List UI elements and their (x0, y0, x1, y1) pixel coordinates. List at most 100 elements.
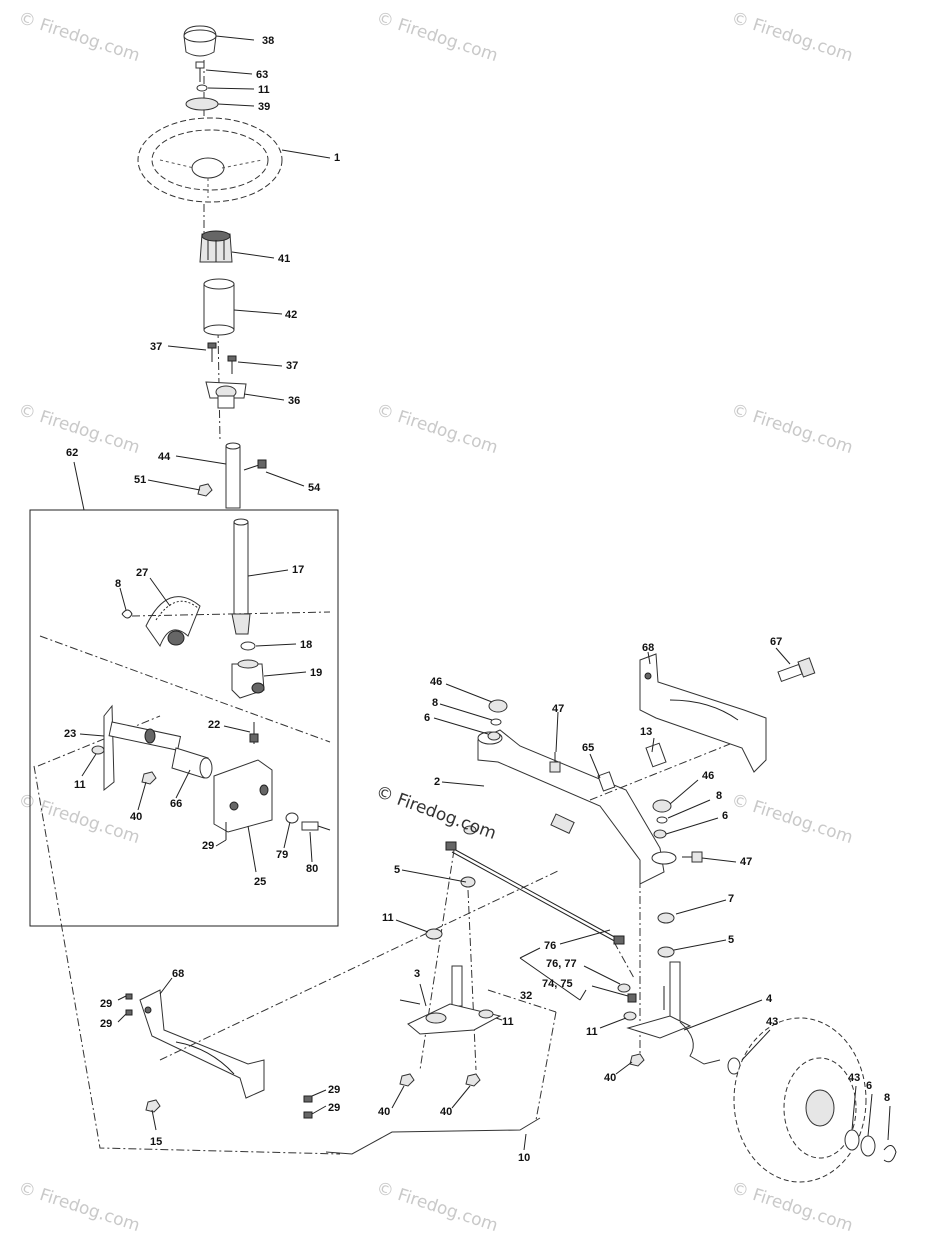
callout-label: 29 (328, 1084, 341, 1096)
washer-part (623, 1011, 637, 1021)
callout-label: 6 (424, 712, 431, 724)
box-leader (73, 461, 85, 511)
assembly-box (29, 509, 339, 927)
callout-label: 62 (66, 447, 79, 459)
callout-label: 3 (414, 968, 421, 980)
bolt-part (303, 1095, 313, 1103)
e-clip-part (883, 1145, 897, 1163)
callout-label: 10 (518, 1152, 531, 1164)
callout-label: 43 (766, 1016, 779, 1028)
callout-label: 6 (722, 810, 729, 822)
washer-part (487, 731, 501, 741)
bolt-part (301, 821, 331, 831)
ball-joint-part (617, 983, 631, 993)
grease-fitting-part (549, 752, 561, 773)
callout-label: 40 (604, 1072, 617, 1084)
bushing-bracket-part (205, 381, 247, 409)
callout-label: 36 (288, 395, 301, 407)
callout-label: 6 (866, 1080, 873, 1092)
callout-label: 38 (262, 35, 275, 47)
drag-link-part (325, 1117, 541, 1155)
washer-part (653, 829, 667, 839)
callout-label: 66 (170, 798, 183, 810)
gear-housing-part (231, 659, 265, 699)
callout-label: 29 (202, 840, 215, 852)
callout-label: 15 (150, 1136, 163, 1148)
nut-part (197, 483, 213, 497)
nut-part (465, 1073, 481, 1087)
callout-label: 63 (256, 69, 269, 81)
callout-label: 29 (328, 1102, 341, 1114)
callout-label: 23 (64, 728, 77, 740)
assembly-axis-line (467, 889, 477, 1071)
washer-part (460, 876, 476, 888)
callout-label: 25 (254, 876, 267, 888)
steering-adapter-part (199, 230, 233, 263)
nut-part (399, 1073, 415, 1087)
washer-part (240, 641, 256, 651)
callout-label: 8 (884, 1092, 891, 1104)
steering-cap-part (183, 25, 217, 57)
front-axle-part (477, 729, 677, 885)
callout-label: 11 (74, 779, 86, 791)
callout-label: 4 (766, 993, 773, 1005)
bracket-line (579, 989, 587, 1001)
washer-part (91, 745, 105, 755)
callout-label: 17 (292, 564, 305, 576)
callout-label: 40 (378, 1106, 391, 1118)
callout-label: 47 (552, 703, 565, 715)
callout-label: 29 (100, 998, 113, 1010)
steering-shaft-part (225, 442, 241, 509)
pivot-bracket-part (103, 704, 182, 792)
bolt-part (303, 1111, 313, 1119)
washer-part (425, 928, 443, 940)
bolt-part (125, 993, 133, 1000)
assembly-axis-line (487, 989, 557, 1013)
callout-label: 40 (130, 811, 143, 823)
front-tire-part (733, 1017, 867, 1183)
washer-part (463, 825, 477, 835)
assembly-axis-line (589, 739, 741, 801)
nut-part (145, 1099, 161, 1113)
callout-label: 27 (136, 567, 149, 579)
assembly-axis-line (159, 869, 561, 1061)
mount-bracket-part (213, 759, 273, 833)
callout-label: 18 (300, 639, 313, 651)
callout-label: 74, 75 (542, 978, 573, 990)
e-clip-part (656, 816, 668, 824)
washer-part (844, 1129, 860, 1151)
dust-cap-part (488, 699, 508, 713)
bolt-part (207, 342, 237, 374)
retainer-plate-part (185, 97, 219, 111)
left-spindle-part (399, 965, 502, 1035)
callout-label: 7 (728, 893, 735, 905)
nut-part (629, 1053, 645, 1067)
axle-tube-part (645, 742, 667, 768)
washer-part (478, 1009, 494, 1019)
nut-part (627, 993, 637, 1003)
callout-label: 8 (716, 790, 723, 802)
callout-label: 80 (306, 863, 319, 875)
frame-bracket-part (139, 989, 265, 1099)
callout-label: 46 (430, 676, 443, 688)
callout-label: 2 (434, 776, 441, 788)
assembly-axis-line (39, 635, 331, 743)
callout-label: 76 (544, 940, 557, 952)
callout-label: 43 (848, 1072, 861, 1084)
callout-label: 11 (502, 1016, 514, 1028)
callout-label: 67 (770, 636, 783, 648)
callout-label: 65 (582, 742, 595, 754)
washer-part (657, 946, 675, 958)
assembly-axis-line (535, 1011, 557, 1121)
callout-label: 37 (150, 341, 163, 353)
sleeve-part (203, 278, 235, 336)
right-spindle-part (626, 961, 721, 1065)
set-screw-part (249, 722, 259, 744)
frame-bracket-part (639, 653, 767, 773)
callout-label: 11 (382, 912, 394, 924)
washer-part (285, 812, 299, 824)
callout-label: 1 (334, 152, 341, 164)
callout-label: 32 (520, 990, 533, 1002)
callout-label: 76, 77 (546, 958, 577, 970)
nut-part (141, 771, 157, 785)
